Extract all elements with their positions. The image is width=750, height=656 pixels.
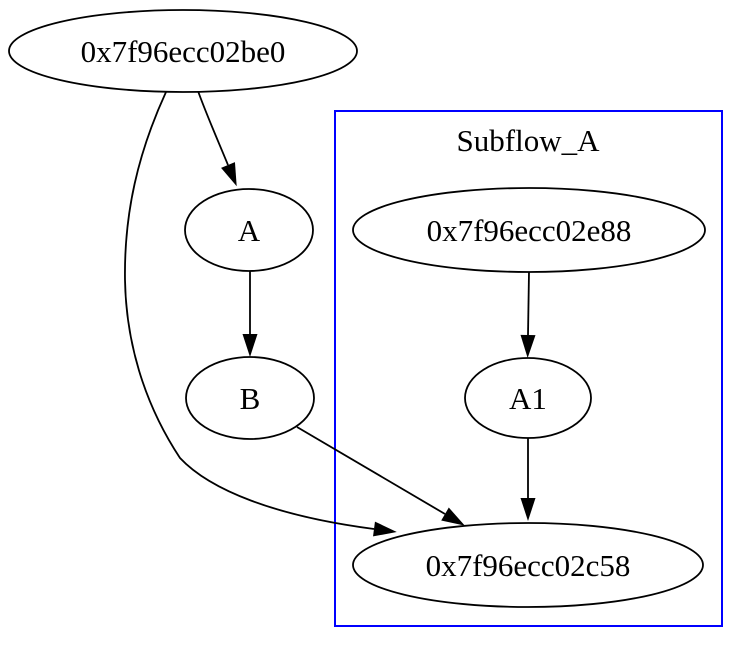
- node-label-n_B: B: [240, 381, 261, 416]
- cluster-subflow-a-border: [334, 110, 723, 627]
- node-n_c58: 0x7f96ecc02c58: [352, 522, 704, 608]
- node-label-n_e88: 0x7f96ecc02e88: [427, 213, 632, 248]
- cluster-subflow-a-label: Subflow_A: [457, 123, 601, 158]
- node-ellipse-n_A: [184, 188, 314, 272]
- node-n_A1: A1: [464, 357, 592, 439]
- node-label-n_A: A: [238, 213, 261, 248]
- node-ellipse-n_B: [185, 356, 315, 440]
- node-n_A: A: [184, 188, 314, 272]
- node-n_be0: 0x7f96ecc02be0: [8, 9, 358, 93]
- node-label-n_A1: A1: [509, 381, 547, 416]
- node-label-n_be0: 0x7f96ecc02be0: [81, 34, 286, 69]
- node-ellipse-n_A1: [464, 357, 592, 439]
- edge-n_B-to-n_c58: [296, 426, 465, 526]
- edge-n_be0-to-n_A: [197, 90, 237, 187]
- node-n_B: B: [185, 356, 315, 440]
- edge-n_be0-to-n_c58: [124, 91, 397, 537]
- cluster-layer: Subflow_A: [334, 110, 723, 627]
- node-ellipse-n_be0: [8, 9, 358, 93]
- node-ellipse-n_c58: [352, 522, 704, 608]
- edge-layer: [124, 90, 536, 537]
- edge-n_e88-to-n_A1: [520, 271, 536, 358]
- node-ellipse-n_e88: [352, 187, 706, 273]
- node-label-n_c58: 0x7f96ecc02c58: [426, 548, 631, 583]
- node-n_e88: 0x7f96ecc02e88: [352, 187, 706, 273]
